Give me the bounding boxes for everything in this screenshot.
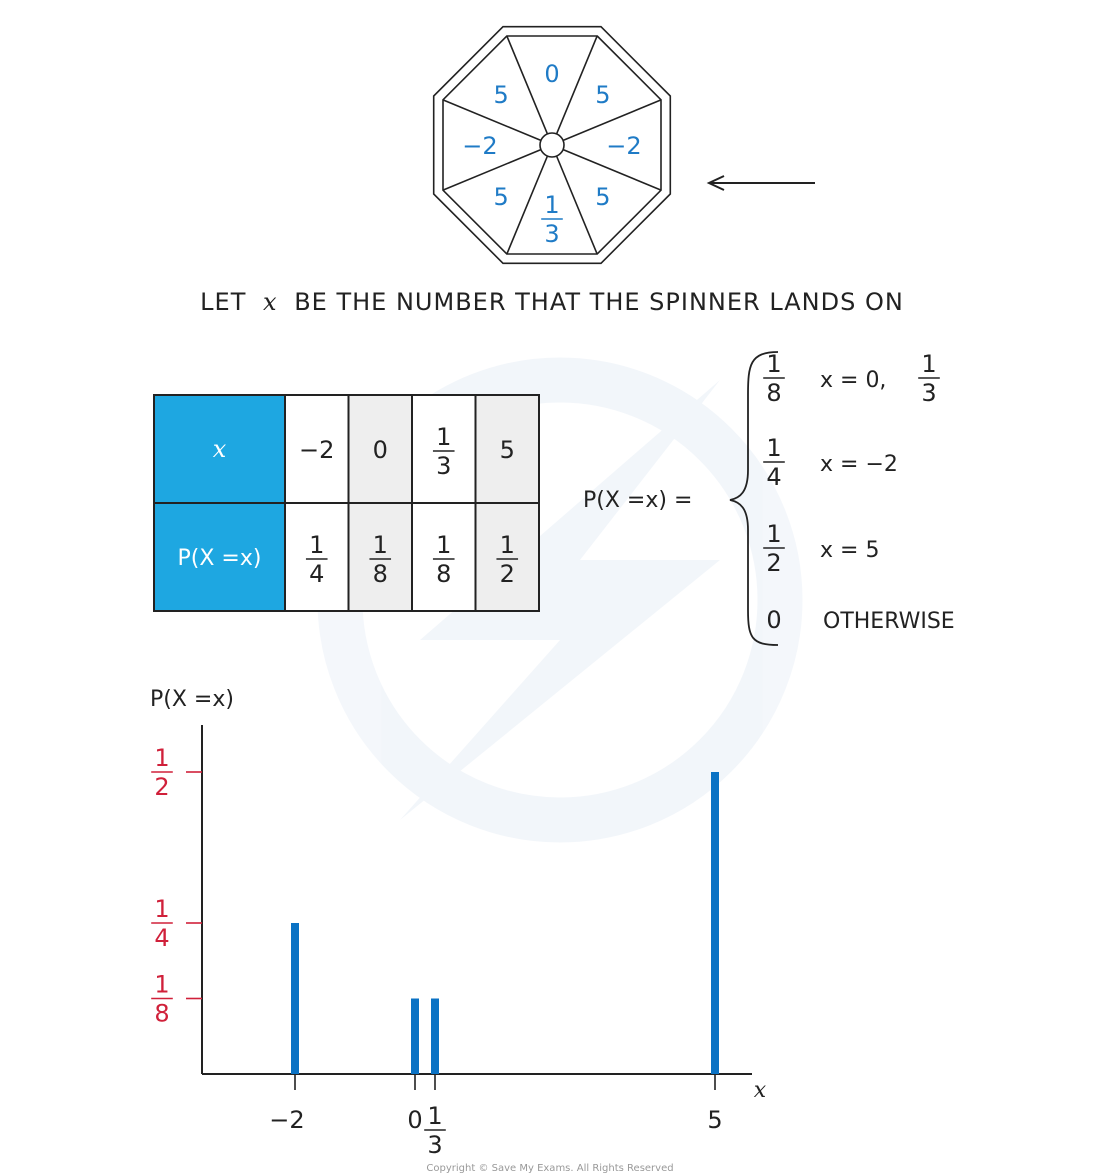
y-tick-label-2-numerator: 1 — [154, 971, 169, 999]
table-p-value-1-denominator: 8 — [373, 560, 388, 588]
table-p-value-2: 18 — [432, 531, 455, 588]
piecewise-case-2-value: 12 — [763, 520, 785, 577]
spinner-divider — [551, 144, 662, 191]
y-tick-label-0: 12 — [151, 744, 173, 801]
y-axis-label: P(X =x) — [150, 687, 234, 712]
y-tick-label-0-numerator: 1 — [154, 744, 169, 772]
bar-1 — [411, 998, 419, 1074]
y-tick-label-2: 18 — [151, 971, 173, 1027]
spinner-hub — [539, 132, 565, 158]
bar-0 — [291, 923, 299, 1074]
x-tick-label-3: 5 — [707, 1106, 722, 1134]
piecewise-case-1-value-denominator: 4 — [766, 463, 781, 491]
spinner-divider — [551, 144, 598, 255]
table-p-value-2-denominator: 8 — [436, 560, 451, 588]
spinner-sector-0-label: 0 — [544, 60, 559, 88]
spinner-divider — [442, 99, 553, 146]
spinner-sector-4-fraction-denominator: 3 — [544, 220, 559, 248]
piecewise-case-0-value-numerator: 1 — [766, 350, 781, 378]
spinner-sector-7-label: 5 — [493, 81, 508, 109]
spinner-sector-4-fraction: 13 — [541, 191, 563, 248]
table-cell — [411, 394, 477, 504]
x-tick-label-2: 13 — [424, 1102, 446, 1159]
y-tick-label-1: 14 — [151, 895, 173, 952]
table-cell — [474, 502, 540, 612]
bar-2 — [430, 998, 439, 1074]
x-tick-label-0: −2 — [269, 1106, 304, 1134]
spinner-divider — [551, 99, 662, 146]
table-cell — [153, 502, 286, 612]
spinner-sector-3-label: 5 — [595, 183, 610, 211]
table-p-value-1-numerator: 1 — [373, 531, 388, 559]
piecewise-case-1-value: 14 — [763, 434, 785, 491]
table-p-value-1: 18 — [369, 531, 392, 588]
spinner-divider — [442, 144, 553, 191]
table-cell — [284, 394, 350, 504]
table-x-value-2-denominator: 3 — [436, 452, 451, 480]
spinner-sector-1-label: 5 — [595, 81, 610, 109]
piecewise-case-0-condition-fraction-numerator: 1 — [921, 350, 936, 378]
x-axis-label: x — [754, 1078, 767, 1103]
piecewise-case-3-value: 0 — [766, 606, 781, 634]
table-p-value-3-denominator: 2 — [500, 560, 515, 588]
piecewise-case-1-value-numerator: 1 — [766, 434, 781, 462]
table-p-value-2-numerator: 1 — [436, 531, 451, 559]
left-brace — [729, 351, 779, 646]
y-tick-label-2-denominator: 8 — [154, 999, 169, 1027]
piecewise-case-0-value: 18 — [763, 350, 785, 407]
table-p-value-3: 12 — [496, 531, 519, 588]
spinner: 0 5 −2 5 13 5 −2 5 — [432, 25, 672, 265]
piecewise-case-0-condition-fraction: 13 — [918, 350, 940, 407]
table-header-p: P(X =x) — [178, 546, 262, 571]
piecewise-case-3-condition: OTHERWISE — [823, 609, 955, 634]
table-x-value-2: 13 — [432, 423, 455, 480]
table-x-value-2-numerator: 1 — [436, 423, 451, 451]
table-header-x: x — [213, 435, 227, 463]
y-tick-label-1-numerator: 1 — [154, 895, 169, 923]
spinner-sector-5-label: 5 — [493, 183, 508, 211]
table-cell — [411, 502, 477, 612]
piecewise-lhs: P(X =x) = — [583, 488, 692, 513]
x-tick-label-2-denominator: 3 — [427, 1131, 442, 1159]
spinner-divider — [551, 35, 598, 146]
table-cell — [153, 394, 286, 504]
x-tick-label-2-numerator: 1 — [427, 1102, 442, 1130]
x-tick-label-1: 0 — [407, 1106, 422, 1134]
table-x-value-0: −2 — [299, 436, 334, 464]
table-cell — [347, 502, 413, 612]
piecewise-case-1-condition: x = −2 — [820, 452, 898, 477]
spinner-sector-4-fraction-numerator: 1 — [544, 191, 559, 219]
spinner-sector-6-label: −2 — [462, 132, 497, 160]
table-p-value-0-denominator: 4 — [309, 560, 324, 588]
table-x-value-3: 5 — [500, 436, 515, 464]
table-x-value-1: 0 — [373, 436, 388, 464]
caption-after: BE THE NUMBER THAT THE SPINNER LANDS ON — [294, 288, 904, 316]
y-tick-label-1-denominator: 4 — [154, 924, 169, 952]
table-p-value-3-numerator: 1 — [500, 531, 515, 559]
table-p-value-0-numerator: 1 — [309, 531, 324, 559]
caption-before: LET — [200, 288, 246, 316]
arrow-left-icon — [706, 175, 815, 191]
piecewise-case-0-condition-fraction-denominator: 3 — [921, 379, 936, 407]
piecewise-case-0-value-denominator: 8 — [766, 379, 781, 407]
table-p-value-0: 14 — [305, 531, 328, 588]
piecewise-case-2-value-denominator: 2 — [766, 549, 781, 577]
copyright-footer: Copyright © Save My Exams. All Rights Re… — [426, 1163, 673, 1174]
piecewise-case-2-condition: x = 5 — [820, 538, 879, 563]
table-cell — [474, 394, 540, 504]
y-tick-label-0-denominator: 2 — [154, 773, 169, 801]
caption-var: x — [263, 288, 278, 316]
spinner-divider — [506, 35, 553, 146]
spinner-divider — [506, 144, 553, 255]
bar-3 — [711, 772, 719, 1074]
spinner-sector-2-label: −2 — [606, 132, 641, 160]
caption-text: LET x BE THE NUMBER THAT THE SPINNER LAN… — [200, 288, 904, 316]
piecewise-case-2-value-numerator: 1 — [766, 520, 781, 548]
piecewise-case-0-condition: x = 0, — [820, 368, 886, 393]
